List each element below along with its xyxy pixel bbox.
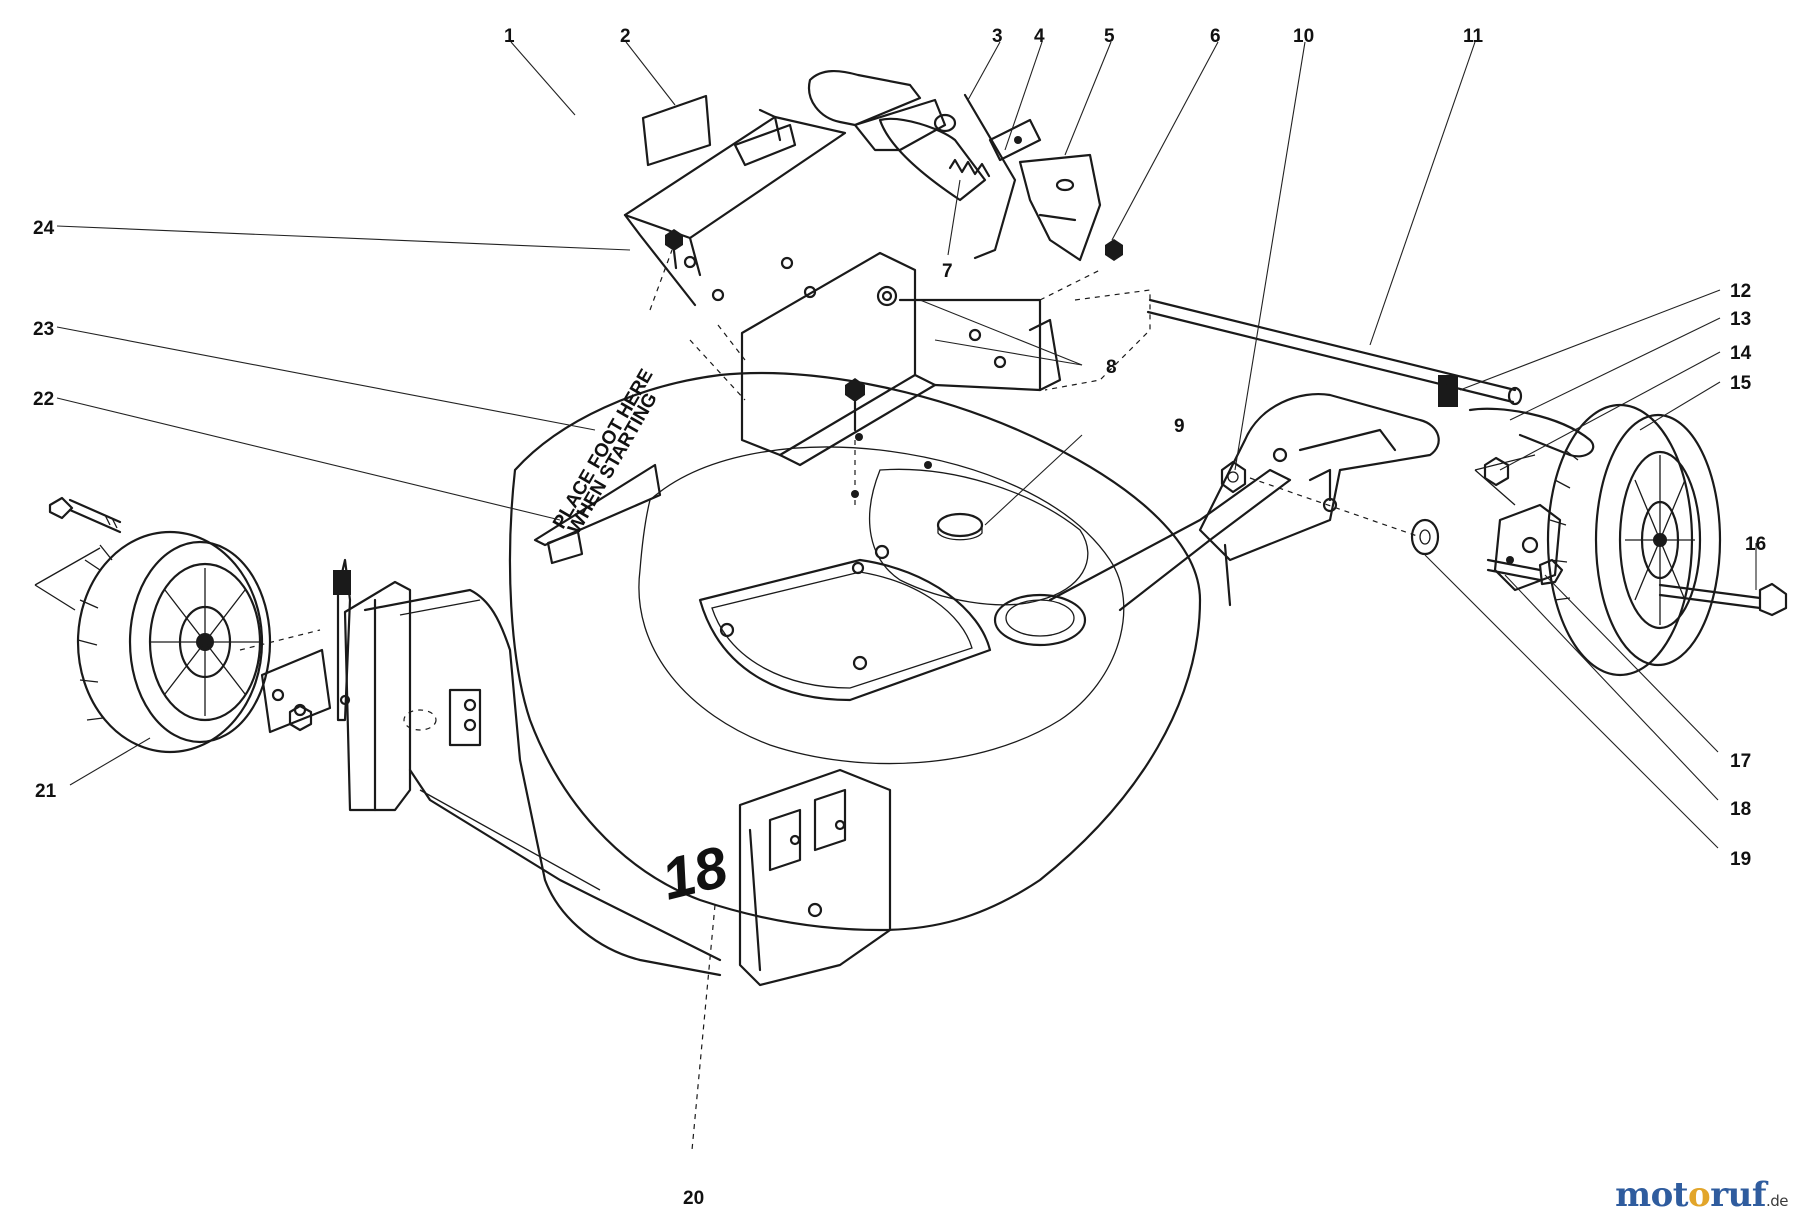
rear-axle-bracket — [1198, 393, 1440, 607]
callout-5: 5 — [1104, 26, 1115, 47]
callout-24: 24 — [33, 218, 55, 239]
callout-21: 21 — [35, 781, 57, 802]
watermark-suffix: .de — [1765, 1192, 1789, 1210]
callout-22: 22 — [33, 389, 54, 410]
callout-7: 7 — [942, 261, 953, 282]
adjuster-plate-18 — [1493, 503, 1562, 592]
front-right-height-bracket — [738, 768, 892, 987]
watermark-part-1: mot — [1615, 1175, 1689, 1215]
washer-19 — [1410, 518, 1440, 556]
callout-23: 23 — [33, 319, 54, 340]
wheel-guide-right — [1474, 454, 1536, 506]
rear-wheel-bolt — [1658, 582, 1788, 617]
front-wheel-bolt — [48, 496, 122, 534]
callout-3: 3 — [992, 26, 1003, 47]
callout-16: 16 — [1745, 534, 1766, 555]
callout-11: 11 — [1463, 26, 1484, 47]
watermark-part-3: ruf — [1710, 1175, 1766, 1215]
wheel-guide-left — [34, 547, 101, 611]
instruction-label — [641, 94, 712, 167]
chute-door-plate — [623, 108, 847, 307]
watermark-logo: motoruf.de — [1615, 1175, 1788, 1215]
callout-18: 18 — [1730, 799, 1751, 820]
decal-text-1: PLACE FOOT HERE — [549, 366, 657, 533]
callout-2: 2 — [620, 26, 631, 47]
deck-size-mark: 18 — [655, 834, 734, 913]
callout-10: 10 — [1293, 26, 1314, 47]
callout-1: 1 — [504, 26, 515, 47]
callout-8: 8 — [1106, 357, 1117, 378]
callout-4: 4 — [1034, 26, 1045, 47]
hex-nut-10 — [1220, 460, 1247, 494]
watermark-part-2: o — [1688, 1175, 1711, 1215]
left-height-adjuster — [260, 558, 482, 812]
screw — [665, 229, 683, 270]
callout-labels: 1 2 3 4 5 6 7 8 9 10 11 12 13 14 15 16 1… — [33, 26, 1766, 1209]
callout-9: 9 — [1174, 416, 1185, 437]
mower-deck-housing — [363, 372, 1292, 977]
spacer-12 — [1438, 375, 1458, 407]
callout-6: 6 — [1210, 26, 1221, 47]
shoulder-bolt-17 — [1486, 558, 1564, 586]
callout-13: 13 — [1730, 309, 1751, 330]
axle-hanger-13 — [1468, 407, 1595, 458]
axle-rod-11 — [1146, 298, 1523, 406]
front-wheel-left — [76, 530, 272, 754]
handle-mount-bracket — [740, 251, 1062, 467]
callout-19: 19 — [1730, 849, 1751, 870]
callout-15: 15 — [1730, 373, 1752, 394]
throttle-control-assembly — [807, 70, 1123, 262]
foot-placement-decal: PLACE FOOT HERE WHEN STARTING — [533, 366, 662, 565]
callout-12: 12 — [1730, 281, 1751, 302]
callout-14: 14 — [1730, 343, 1752, 364]
callout-20: 20 — [683, 1188, 704, 1209]
leader-lines — [56, 41, 1757, 1151]
callout-17: 17 — [1730, 751, 1751, 772]
rear-wheel-right — [1546, 403, 1722, 677]
axle-dash-left — [239, 629, 321, 651]
